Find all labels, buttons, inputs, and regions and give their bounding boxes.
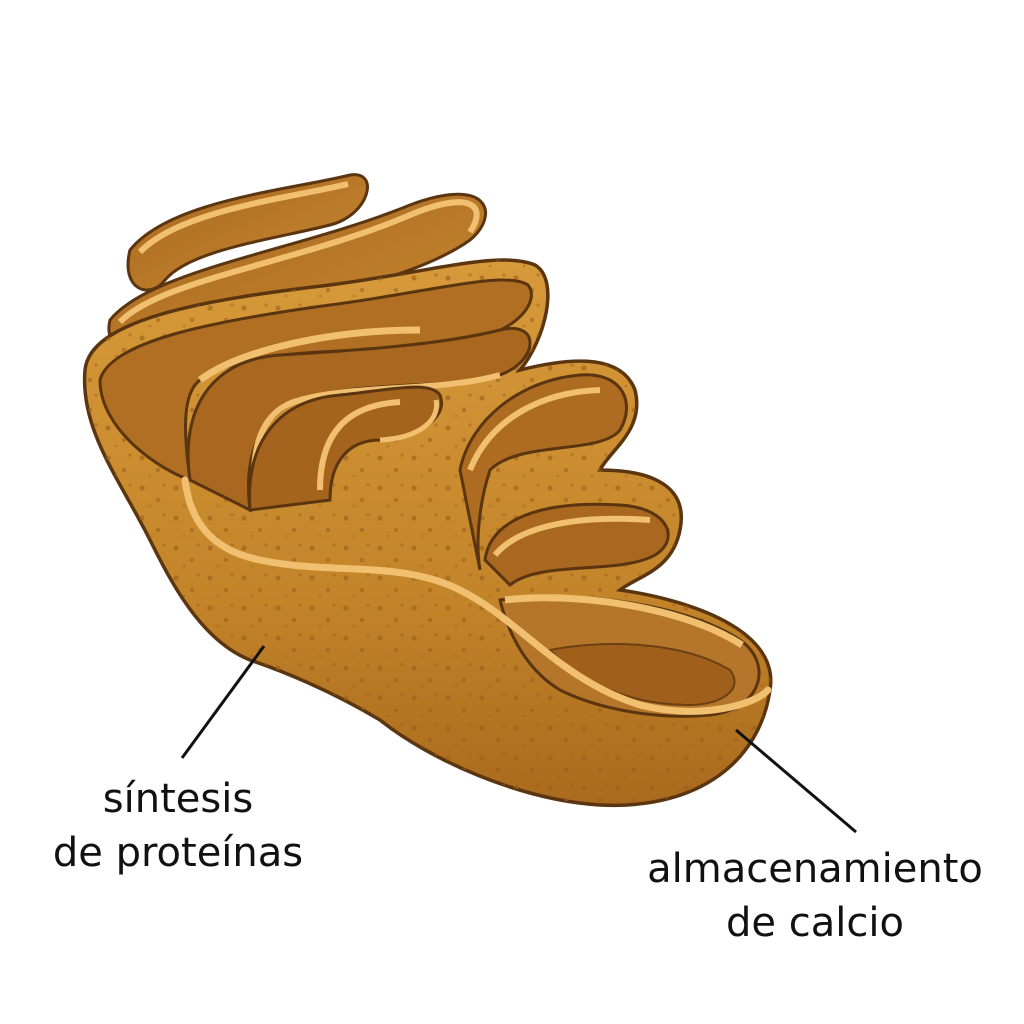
label-protein-synthesis-line1: síntesis: [102, 776, 254, 822]
front-rim-highlight: [181, 476, 772, 715]
label-protein-synthesis: síntesis de proteínas: [28, 772, 328, 880]
label-calcium-storage-line1: almacenamiento: [647, 846, 983, 892]
lumen-folds: [98, 278, 761, 718]
leader-line-protein-synthesis: [180, 645, 266, 759]
label-protein-synthesis-line2: de proteínas: [52, 830, 304, 876]
label-calcium-storage: almacenamiento de calcio: [620, 842, 1010, 950]
leader-line-calcium-storage: [735, 728, 857, 834]
label-calcium-storage-line2: de calcio: [726, 900, 904, 946]
